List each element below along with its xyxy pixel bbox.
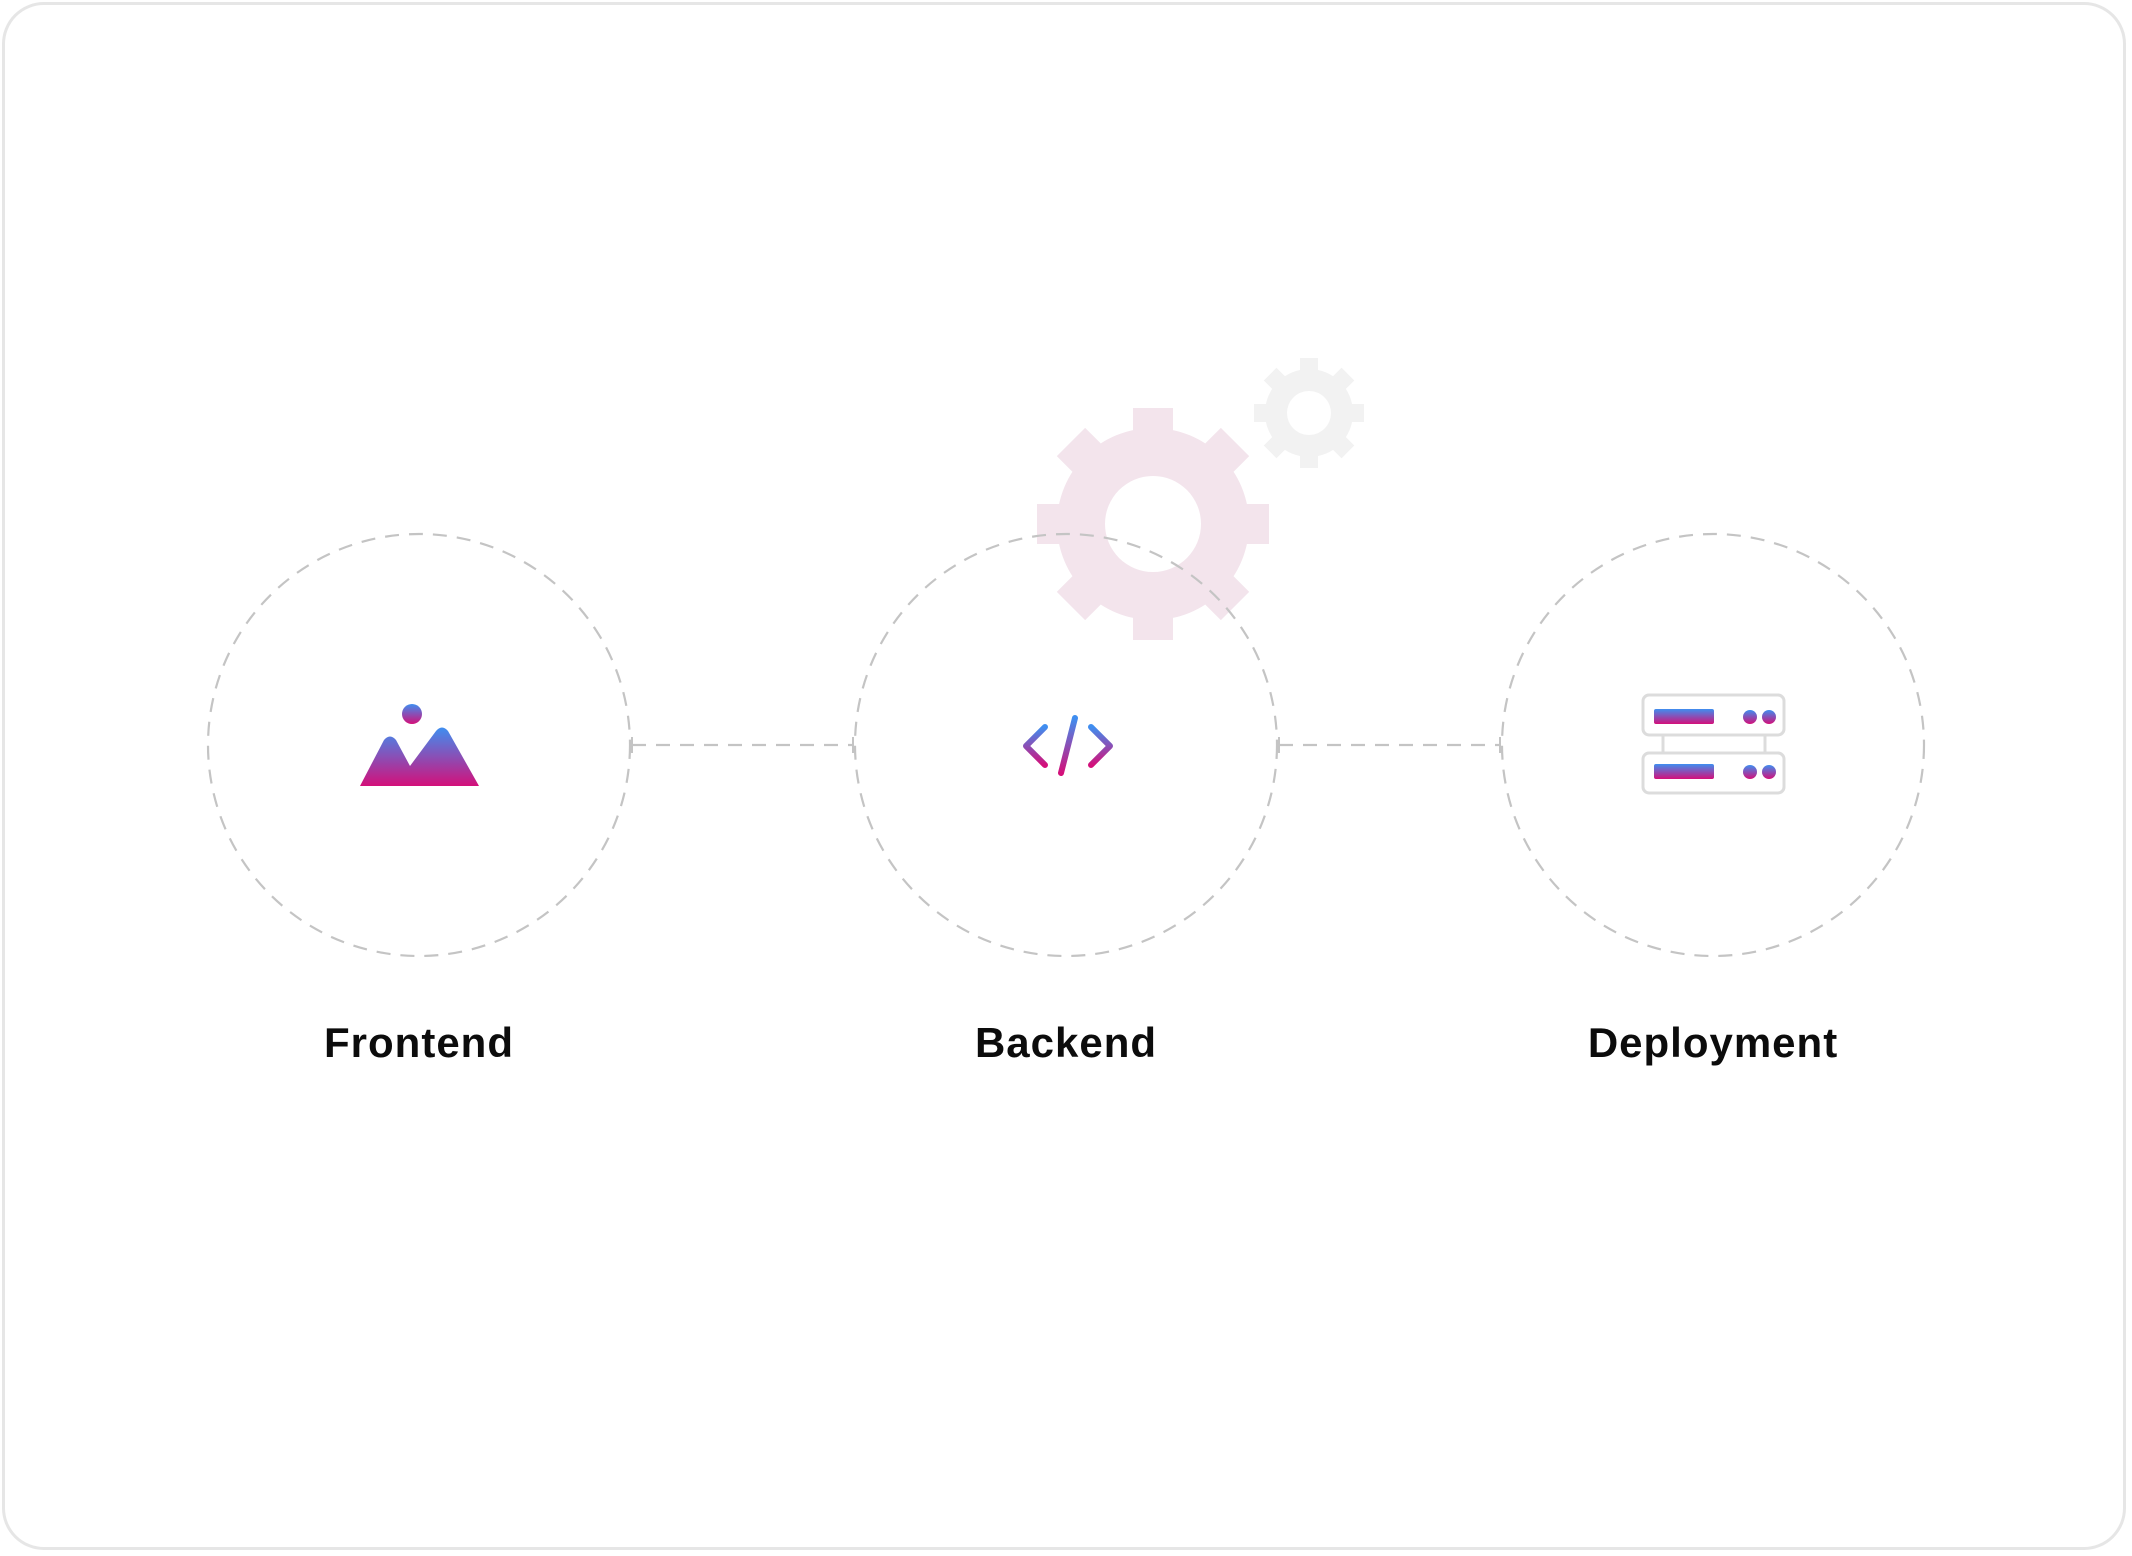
backend-node-circle xyxy=(853,532,1279,958)
code-brackets-icon xyxy=(1023,715,1113,776)
deployment-label: Deployment xyxy=(1587,1019,1839,1066)
deployment-node-circle xyxy=(1500,532,1926,958)
backend-label: Backend xyxy=(974,1019,1158,1066)
frontend-node-circle xyxy=(206,532,632,958)
frontend-label: Frontend xyxy=(324,1019,514,1066)
server-rack-icon xyxy=(1641,693,1786,795)
mountain-image-icon xyxy=(360,704,479,786)
large-gear-icon xyxy=(1037,408,1269,640)
small-gear-icon xyxy=(1254,358,1364,468)
